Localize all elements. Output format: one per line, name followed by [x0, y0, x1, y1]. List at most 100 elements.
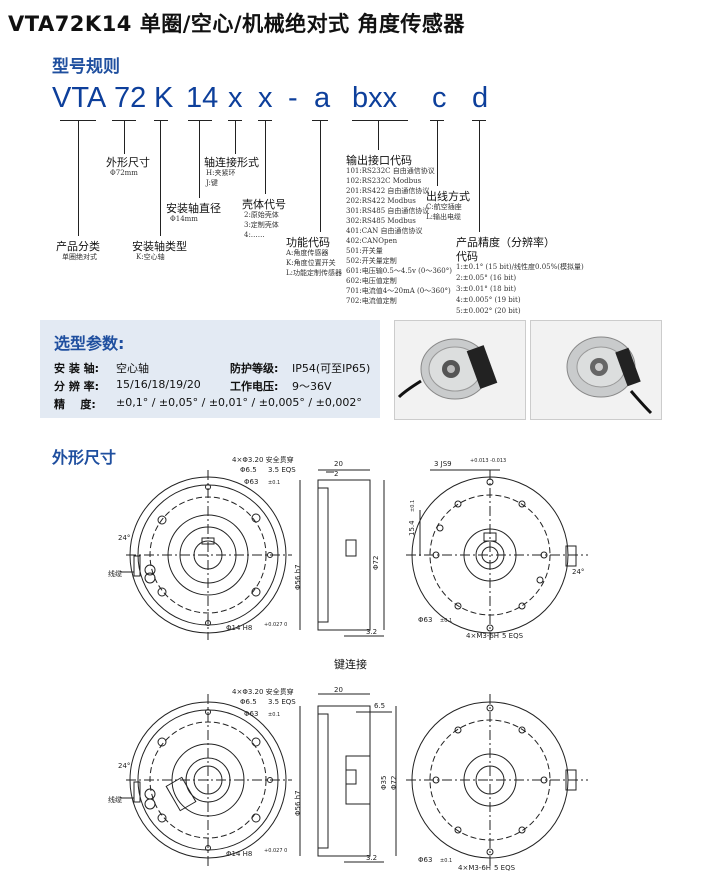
label-shaft-conn-sub-1: J:键 — [206, 179, 218, 187]
label-function-sub-0: A:角度传感器 — [286, 249, 329, 257]
precision-item: 4:±0.005° (19 bit) — [456, 296, 521, 304]
dim-bot-holes: 4×Φ3.20 安全贯穿 — [232, 687, 294, 696]
output-if-item: 101:RS232C 自由通信协议 — [346, 167, 435, 175]
dim-bot-side-h: 3.2 — [366, 854, 377, 862]
label-mount-type-sub: K:空心轴 — [136, 253, 165, 261]
label-mount-dia-sub: Φ14mm — [170, 215, 198, 223]
label-output-if: 输出接口代码 — [346, 154, 412, 167]
dim-rear-pcd-tol: ±0.1 — [440, 618, 452, 624]
param-value: 9～36V — [292, 380, 332, 393]
dim-top-pcd-tol: ±0.1 — [268, 480, 280, 486]
output-if-item: 701:电流值4～20mA (0～360°) — [346, 287, 451, 295]
param-value: 空心轴 — [116, 362, 149, 375]
dim-bot-rear-pcd-tol: ±0.1 — [440, 858, 452, 864]
dim-top-side-d1: Φ56 h7 — [294, 564, 302, 590]
dim-bot-side-d2: Φ35 — [380, 776, 388, 790]
precision-item: 1:±0.1° (15 bit)/线性度0.05%(模拟量) — [456, 263, 584, 271]
output-if-list: 101:RS232C 自由通信协议 102:RS232C Modbus 201:… — [346, 166, 452, 306]
output-if-item: 201:RS422 自由通信协议 — [346, 187, 430, 195]
dimension-drawings: 4×Φ3.20 安全贯穿 Φ6.5 3.5 EQS Φ63 ±0.1 24° 线… — [108, 455, 588, 872]
dim-bot-angle: 24° — [118, 762, 130, 770]
output-if-item: 601:电压输0.5～4.5v (0～360°) — [346, 267, 452, 275]
dim-bot-cable: 线缆 — [108, 795, 122, 804]
param-key: 工作电压: — [230, 380, 279, 393]
dim-top-cable: 线缆 — [108, 569, 122, 578]
side-view-top — [299, 469, 385, 637]
label-product-class: 产品分类 — [56, 240, 100, 253]
label-precision-code: 代码 — [456, 250, 478, 263]
model-part-a: a — [314, 82, 331, 114]
param-value: ±0,1° / ±0,05° / ±0,01° / ±0,005° / ±0,0… — [116, 396, 362, 409]
label-shaft-conn: 轴连接形式 — [204, 156, 259, 169]
dim-bot-rear-holes: 4×M3-6H — [458, 864, 491, 872]
dimensions-heading: 外形尺寸 — [52, 448, 117, 467]
param-key: 分 辨 率: — [54, 380, 100, 393]
label-housing: 壳体代号 — [242, 198, 286, 211]
dim-bot-bore-tol: +0.027 0 — [264, 848, 287, 854]
model-part-k: K — [154, 82, 174, 114]
dim-bot-side-d3: Φ72 — [390, 776, 398, 790]
dim-rear-angle: 24° — [572, 568, 584, 576]
precision-item: 2:±0.05° (16 bit) — [456, 274, 517, 282]
output-if-item: 102:RS232C Modbus — [346, 177, 422, 185]
dim-bot-side-d1: Φ56 h7 — [294, 790, 302, 816]
label-outer-size: 外形尺寸 — [106, 156, 150, 169]
dim-top-key-h-tol: ±0.1 — [410, 500, 416, 512]
output-if-item: 301:RS485 自由通信协议 — [346, 207, 430, 215]
dim-top-side-w: 20 — [334, 460, 343, 468]
precision-item: 3:±0.01° (18 bit) — [456, 285, 517, 293]
dim-bot-holes2: Φ6.5 — [240, 698, 257, 706]
dim-rear-holes2: 5 EQS — [502, 632, 524, 640]
dim-bot-side-w: 20 — [334, 686, 343, 694]
dim-top-pcd: Φ63 — [244, 478, 258, 486]
output-if-item: 502:开关量定制 — [346, 257, 397, 265]
dim-top-key-w: 3 JS9 — [434, 460, 452, 468]
dim-top-side-w2: 2 — [334, 470, 338, 478]
label-housing-sub-2: 4:…… — [244, 231, 265, 239]
page-title: VTA72K14 单圈/空心/机械绝对式 角度传感器 — [8, 12, 465, 36]
param-key: 安 装 轴: — [54, 362, 100, 375]
label-function-sub-1: K:角度位置开关 — [286, 259, 336, 267]
output-if-item: 302:RS485 Modbus — [346, 217, 416, 225]
param-value: IP54(可至IP65) — [292, 362, 371, 375]
front-view-top — [120, 470, 292, 640]
rear-view-top — [406, 469, 588, 640]
output-if-item: 501:开关量 — [346, 247, 383, 255]
dim-rear-holes: 4×M3-6H — [466, 632, 499, 640]
model-part-x2: x — [258, 82, 273, 114]
label-shaft-conn-sub-0: H:夹紧环 — [206, 169, 236, 177]
rear-view-bottom — [406, 694, 588, 866]
label-product-class-sub: 单圈绝对式 — [62, 253, 97, 261]
model-part-x1: x — [228, 82, 243, 114]
side-view-bottom — [299, 693, 397, 863]
product-photo-2 — [530, 320, 662, 420]
label-wiring: 出线方式 — [426, 190, 470, 203]
params-heading: 选型参数: — [54, 334, 125, 353]
dim-top-bore: Φ14 H8 — [226, 624, 252, 632]
model-rule-heading: 型号规则 — [52, 57, 120, 77]
dim-bot-pcd-tol: ±0.1 — [268, 712, 280, 718]
label-housing-sub-1: 3:定制壳体 — [244, 221, 279, 229]
model-part-dia: 14 — [186, 82, 219, 114]
front-view-bottom — [120, 694, 292, 866]
model-part-c: c — [432, 82, 447, 114]
precision-list: 1:±0.1° (15 bit)/线性度0.05%(模拟量) 2:±0.05° … — [456, 262, 584, 317]
output-if-item: 602:电压值定制 — [346, 277, 397, 285]
dim-top-key-h: 15.4 — [408, 520, 416, 536]
output-if-item: 401:CAN 自由通信协议 — [346, 227, 423, 235]
dim-bot-rear-holes2: 5 EQS — [494, 864, 516, 872]
output-if-item: 402:CANOpen — [346, 237, 398, 245]
model-part-vta: VTA — [52, 82, 107, 114]
dim-rear-pcd: Φ63 — [418, 616, 432, 624]
precision-item: 5:±0.002° (20 bit) — [456, 307, 521, 315]
model-part-size: 72 — [114, 82, 147, 114]
label-mount-dia: 安装轴直径 — [166, 202, 221, 215]
output-if-item: 202:RS422 Modbus — [346, 197, 416, 205]
dim-top-bore-tol: +0.027 0 — [264, 622, 287, 628]
label-outer-size-sub: Φ72mm — [110, 169, 138, 177]
dim-top-key-tol: +0.013 -0.013 — [470, 458, 506, 464]
dim-bot-bore: Φ14 H8 — [226, 850, 252, 858]
model-part-d: d — [472, 82, 489, 114]
dim-bot-side-w2: 6.5 — [374, 702, 385, 710]
dim-top-side-d2: Φ72 — [372, 556, 380, 570]
